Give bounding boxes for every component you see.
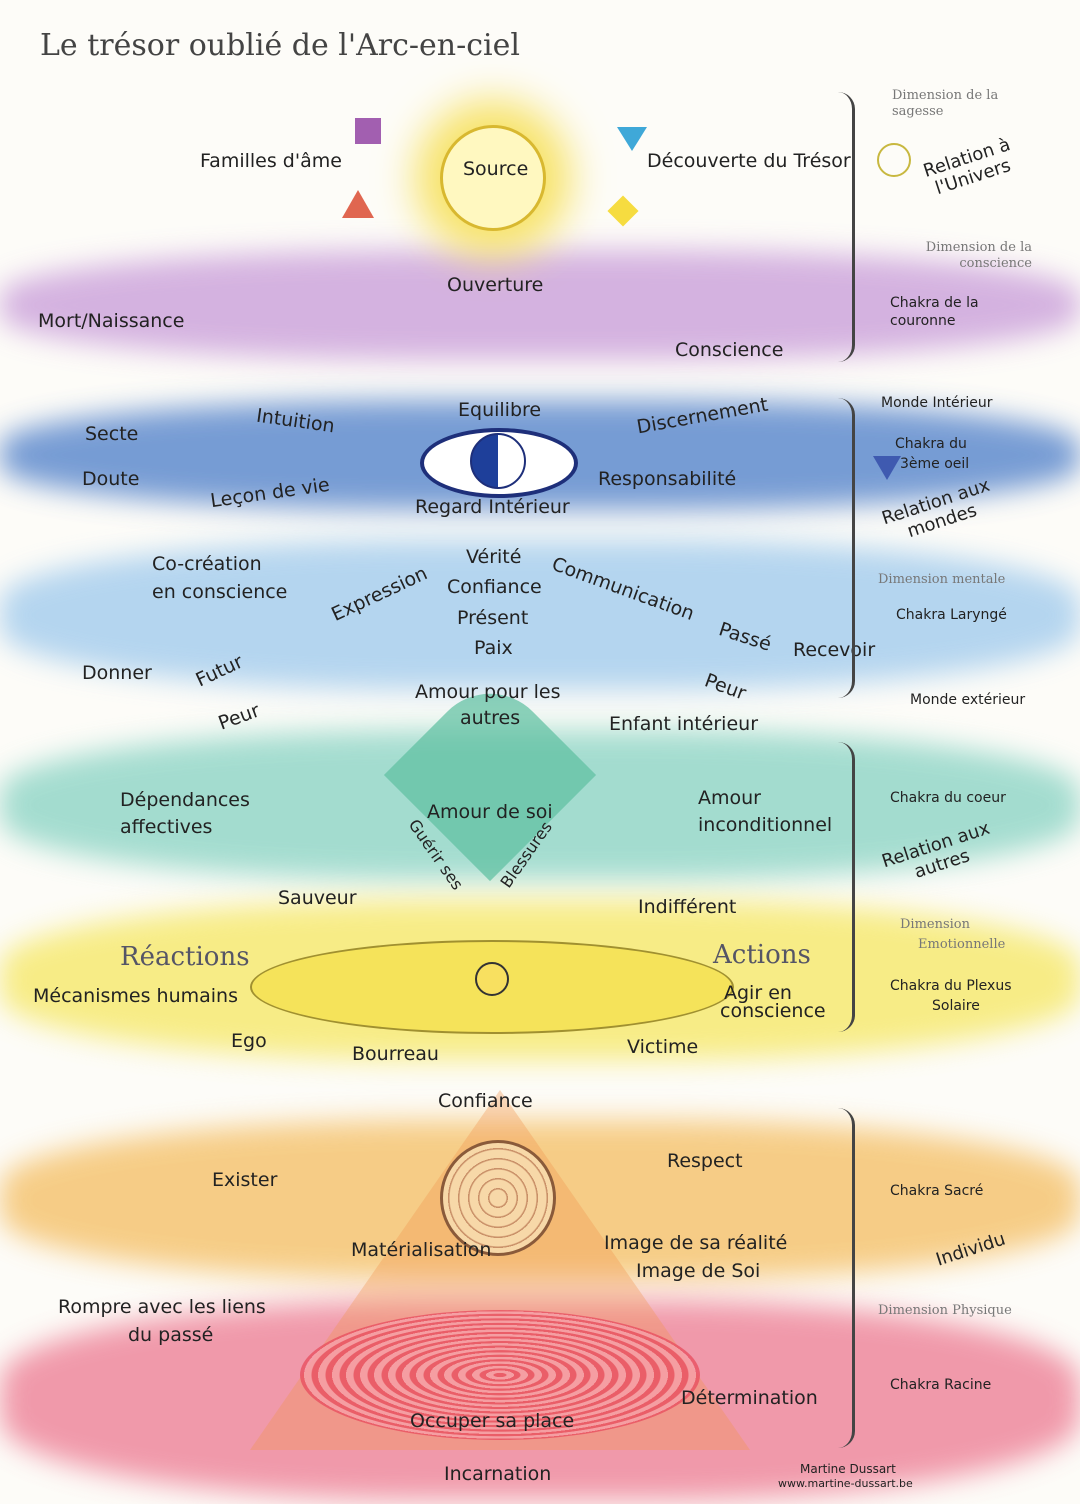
label-exister: Exister [212,1169,278,1191]
dimension-mentale: Dimension mentale [878,572,1006,587]
label-respect: Respect [667,1150,743,1172]
chakra-plexus-1: Chakra du Plexus [890,978,1012,994]
label-decouverte: Découverte du Trésor [647,150,851,172]
label-dependances-1: Dépendances [120,789,250,811]
blue-band [0,540,1080,690]
label-rompre-2: du passé [128,1324,214,1346]
label-determination: Détermination [681,1387,818,1409]
label-peur-left: Peur [215,699,263,735]
label-bourreau: Bourreau [352,1043,439,1065]
label-victime: Victime [627,1036,699,1058]
spiral-icon [300,1310,700,1440]
circle-icon [877,143,911,177]
label-doute: Doute [82,468,140,490]
label-actions: Actions [713,940,811,970]
label-rompre-1: Rompre avec les liens [58,1296,266,1318]
label-present: Présent [457,607,529,629]
label-reactions: Réactions [120,942,250,972]
label-mort: Mort/Naissance [38,310,185,332]
label-regard: Regard Intérieur [415,496,570,518]
indigo-triangle-icon [873,456,901,480]
wheel-icon [440,1140,556,1256]
brace-heart [838,742,855,1032]
label-image-realite: Image de sa réalité [604,1232,788,1254]
label-donner: Donner [82,662,152,684]
sun-icon [440,125,546,231]
label-mecanismes: Mécanismes humains [33,985,238,1007]
diamond-icon [607,195,639,227]
label-amour-incond-2: inconditionnel [698,814,833,836]
credit-author: Martine Dussart [800,1462,896,1476]
square-icon [355,118,381,144]
dimension-conscience: Dimension de la conscience [925,240,1032,272]
label-confiance: Confiance [447,576,542,598]
label-occuper: Occuper sa place [410,1410,575,1432]
label-paix: Paix [474,637,513,659]
inverted-triangle-icon [617,127,647,151]
label-amour-autres-1: Amour pour les [415,681,561,703]
dimension-physique: Dimension Physique [878,1303,1012,1318]
brace-top [838,92,855,362]
label-source: Source [463,158,529,180]
page-title: Le trésor oublié de l'Arc-en-ciel [40,28,520,63]
label-indifferent: Indifférent [638,896,737,918]
chakra-larynge: Chakra Laryngé [896,607,1007,623]
label-agir-2: conscience [720,1000,826,1022]
label-amour-incond-1: Amour [698,787,761,809]
label-ego: Ego [231,1030,267,1052]
yin-yang-icon [470,433,526,489]
label-materialisation: Matérialisation [351,1239,492,1261]
label-conscience: Conscience [675,339,784,361]
chakra-3eme-oeil-1: Chakra du [895,436,967,452]
violet-band [0,250,1080,360]
label-base-confiance: Confiance [438,1090,533,1112]
brace-bottom [838,1108,855,1448]
label-responsabilite: Responsabilité [598,468,737,490]
small-sun-icon [475,962,509,996]
label-enfant: Enfant intérieur [609,713,759,735]
triangle-icon [342,190,374,218]
chakra-plexus-2: Solaire [932,998,980,1014]
label-image-soi: Image de Soi [636,1260,761,1282]
label-amour-soi: Amour de soi [427,801,553,823]
brace-middle [838,398,855,698]
credit-site: www.martine-dussart.be [778,1477,913,1490]
label-cocreation-1: Co-création [152,553,262,575]
label-cocreation-2: en conscience [152,581,288,603]
label-secte: Secte [85,423,139,445]
monde-interieur: Monde Intérieur [881,395,993,411]
label-equilibre: Equilibre [458,399,542,421]
chakra-sacre: Chakra Sacré [890,1183,984,1199]
label-dependances-2: affectives [120,816,213,838]
monde-exterieur: Monde extérieur [910,692,1026,708]
dimension-sagesse: Dimension de la sagesse [892,88,999,120]
label-amour-autres-2: autres [460,707,521,729]
chakra-couronne: Chakra de la couronne [890,295,979,329]
dimension-emotionnelle-2: Emotionnelle [918,937,1006,952]
label-sauveur: Sauveur [278,887,357,909]
chakra-racine: Chakra Racine [890,1377,992,1393]
chakra-coeur: Chakra du coeur [890,790,1006,806]
chakra-3eme-oeil-2: 3ème oeil [900,456,970,472]
label-verite: Vérité [466,546,522,568]
label-ouverture: Ouverture [447,274,544,296]
label-agir-1: Agir en [724,982,792,1004]
label-recevoir: Recevoir [793,639,876,661]
dimension-emotionnelle-1: Dimension [900,917,971,932]
label-incarnation: Incarnation [444,1463,552,1485]
label-familles: Familles d'âme [200,150,342,172]
